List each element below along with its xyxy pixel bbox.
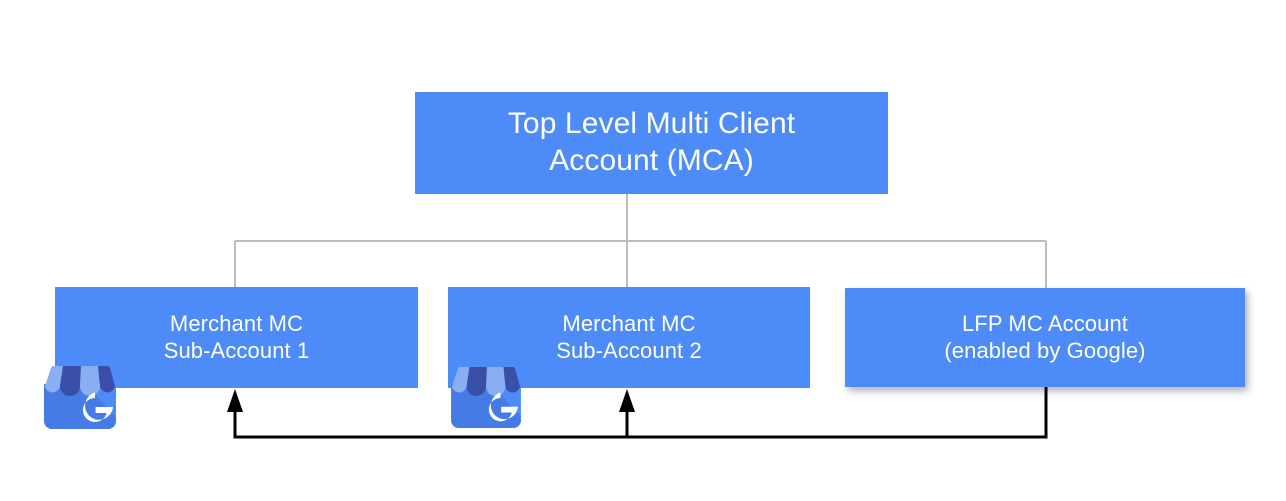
node-merchant-sub-account-2[interactable]: Merchant MC Sub-Account 2 xyxy=(448,287,810,388)
google-my-business-icon xyxy=(44,365,116,429)
node-label-lfp: LFP MC Account (enabled by Google) xyxy=(944,310,1146,363)
node-label-merchant-1: Merchant MC Sub-Account 1 xyxy=(163,310,310,363)
arrowhead-merchant-2 xyxy=(619,389,635,412)
node-merchant-sub-account-1[interactable]: Merchant MC Sub-Account 1 xyxy=(55,287,418,388)
node-top-level-mca[interactable]: Top Level Multi Client Account (MCA) xyxy=(415,92,888,194)
gmb-letter-g xyxy=(488,392,519,422)
node-lfp-mc-account[interactable]: LFP MC Account (enabled by Google) xyxy=(845,288,1245,387)
gmb-letter-g xyxy=(82,392,113,422)
node-label-merchant-2: Merchant MC Sub-Account 2 xyxy=(556,310,702,363)
flow-path-lfp-to-merchant-1 xyxy=(233,387,1048,439)
arrowhead-merchant-1 xyxy=(227,389,243,412)
google-my-business-icon xyxy=(451,366,521,429)
node-label-mca: Top Level Multi Client Account (MCA) xyxy=(507,107,796,177)
